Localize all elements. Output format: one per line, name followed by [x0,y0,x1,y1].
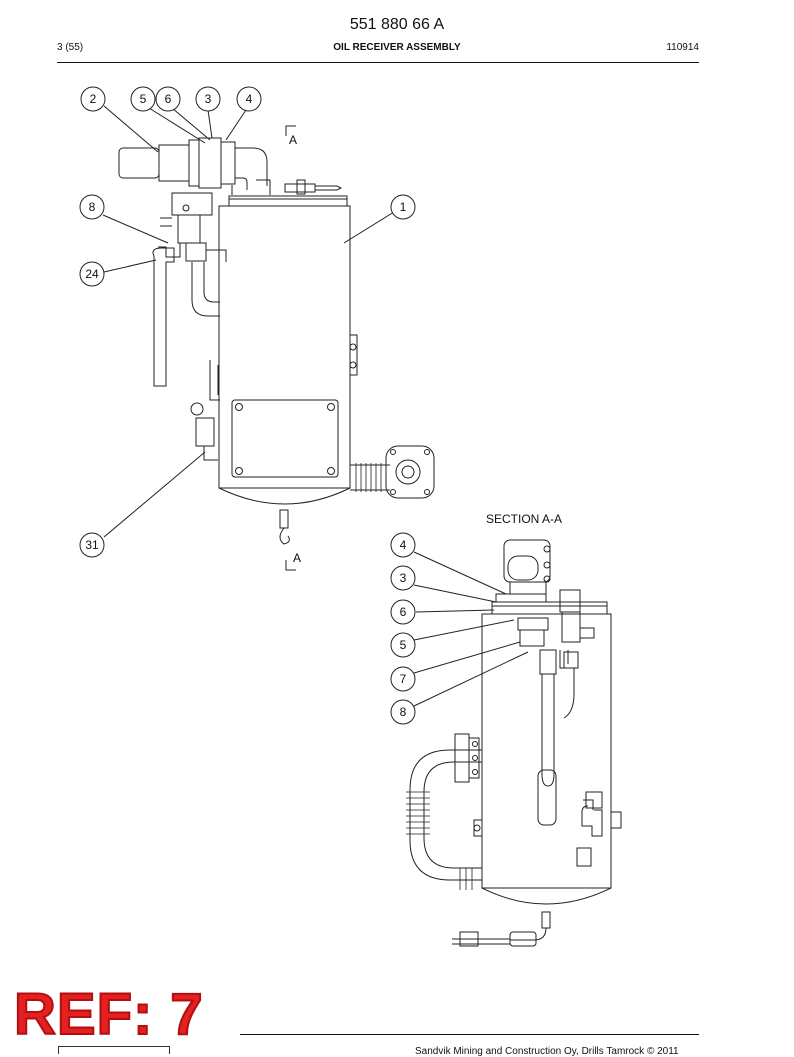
callout-4 [236,86,262,112]
document-date: 110914 [666,42,699,53]
callout-label: 2 [90,92,97,106]
callout-label: 5 [140,92,147,106]
inlet-pipe [152,247,175,387]
page-title: OIL RECEIVER ASSEMBLY [333,42,461,53]
valve-block [171,192,213,216]
section-bellows-hose [409,749,482,881]
document-number: 551 880 66 A [349,16,445,33]
filter-element [118,147,160,179]
callout-label: 3 [205,92,212,106]
section-callout-7 [390,666,416,692]
callout-label: 6 [400,605,407,619]
section-callout-5 [390,632,416,658]
callout-2 [80,86,106,112]
outlet-flange [385,445,435,499]
footer-rule [240,1034,699,1035]
callout-24 [79,261,105,287]
callout-label: 31 [85,538,99,552]
callout-label: 4 [246,92,253,106]
callout-label: 3 [400,571,407,585]
footer-copyright: Sandvik Mining and Construction Oy, Dril… [415,1046,679,1057]
callout-label: 7 [400,672,407,686]
callout-5 [130,86,156,112]
ref-stamp: REF: 7 [13,982,204,1047]
section-tank-body [481,613,612,889]
callout-label: 4 [400,538,407,552]
header-rule [57,62,699,63]
section-marker-top: A [289,133,297,147]
section-marker-bottom-arrow [285,560,296,571]
section-marker-top-arrow [285,125,296,136]
callout-label: 24 [85,267,99,281]
main-leaders [102,105,395,538]
section-dip-pipe [541,674,555,787]
section-callout-8 [390,699,416,725]
drain-valve [279,509,289,529]
callout-6 [155,86,181,112]
section-leaders [413,551,529,707]
tank-top-flange [228,195,348,207]
callout-label: 8 [89,200,96,214]
section-callout-6 [390,599,416,625]
tank-bottom-dome [218,487,351,505]
callout-3 [195,86,221,112]
section-callout-3 [390,565,416,591]
callout-label: 6 [165,92,172,106]
page-number: 3 (55) [57,42,84,53]
logo-fragment [58,1046,170,1054]
receiver-tank-body [218,205,351,489]
section-view [406,539,622,947]
section-label: SECTION A-A [486,512,563,526]
main-view [118,137,435,545]
inspection-cover [231,399,339,478]
section-filter [503,539,551,583]
outlet-elbow [235,147,268,190]
callout-31 [79,532,105,558]
callout-1 [390,194,416,220]
section-callout-4 [390,532,416,558]
callout-label: 5 [400,638,407,652]
callout-label: 8 [400,705,407,719]
callout-8 [79,194,105,220]
section-marker-bottom: A [293,551,301,565]
callout-label: 1 [400,200,407,214]
